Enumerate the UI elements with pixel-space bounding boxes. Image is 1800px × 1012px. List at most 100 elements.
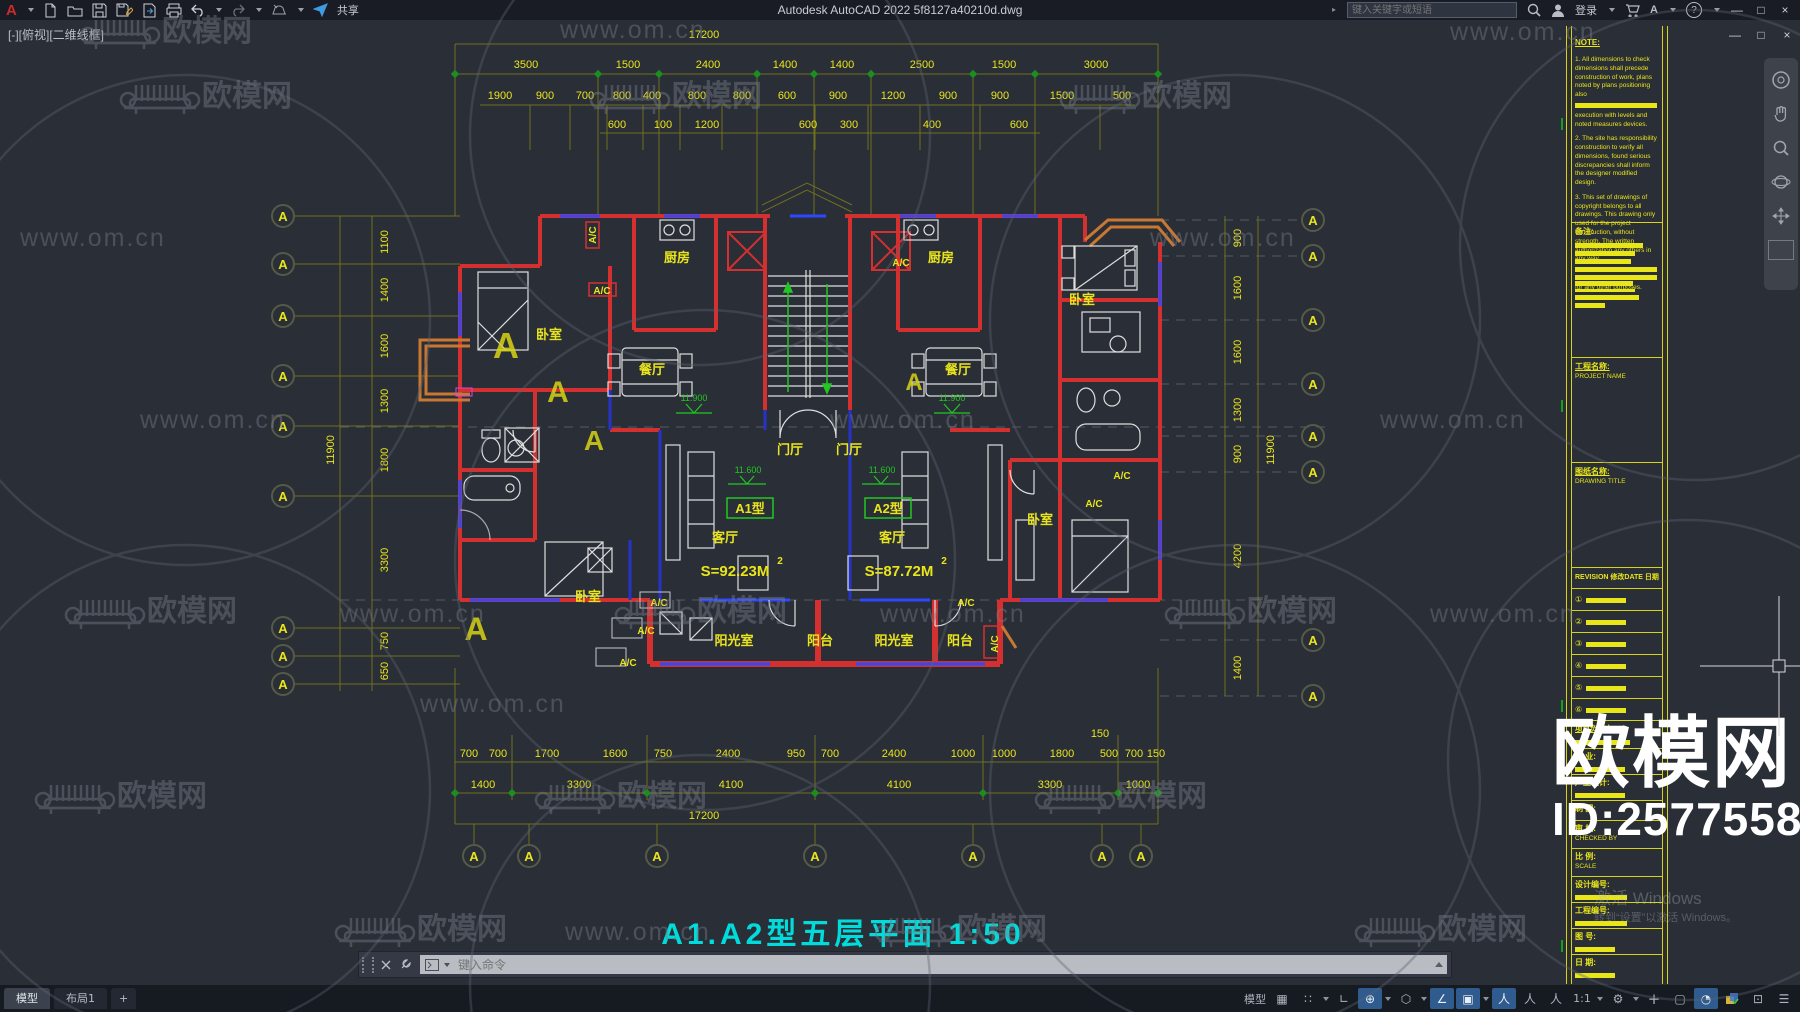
zoom-icon[interactable] xyxy=(1771,138,1791,158)
user-icon[interactable] xyxy=(1551,3,1565,17)
pan-hand-icon[interactable] xyxy=(1771,104,1791,124)
minimize-button[interactable]: — xyxy=(1731,3,1743,17)
model-space-button[interactable]: 模型 xyxy=(1244,992,1266,1006)
snap-toggle[interactable]: ∷ xyxy=(1304,991,1312,1006)
grid-toggle[interactable]: ▦ xyxy=(1276,991,1288,1006)
store-caret-icon[interactable] xyxy=(1670,8,1676,12)
annotation-visibility-toggle[interactable]: 人 xyxy=(1492,988,1516,1009)
graphics-performance-icon[interactable] xyxy=(1720,988,1744,1009)
redo-caret-icon[interactable] xyxy=(255,8,262,12)
dim-label: 1600 xyxy=(1232,276,1244,300)
close-button[interactable]: × xyxy=(1781,3,1789,17)
command-input[interactable] xyxy=(456,956,1447,973)
tab-model[interactable]: 模型 xyxy=(4,988,50,1009)
tab-add[interactable]: + xyxy=(111,988,137,1009)
navigation-bar[interactable] xyxy=(1764,58,1798,290)
command-input-field[interactable] xyxy=(420,955,1447,974)
doc-restore-button[interactable]: □ xyxy=(1757,28,1765,42)
autocad-logo[interactable]: A xyxy=(6,1,17,19)
save-as-icon[interactable] xyxy=(116,3,133,18)
kettle-icon[interactable] xyxy=(271,3,287,17)
print-icon[interactable] xyxy=(166,3,182,18)
annotation-scale-value[interactable]: 1:1 xyxy=(1573,992,1591,1005)
project-name-label: 工程名称: xyxy=(1575,362,1610,371)
dim-label: 1400 xyxy=(830,59,854,71)
orbit-icon[interactable] xyxy=(1771,172,1791,192)
scale-caret-icon[interactable] xyxy=(1597,996,1603,1001)
navigation-wheel-icon[interactable] xyxy=(1771,70,1791,90)
search-icon[interactable] xyxy=(1527,3,1541,17)
iso-caret-icon[interactable] xyxy=(1421,996,1427,1001)
help-icon[interactable]: ? xyxy=(1686,2,1702,18)
polar-tracking-toggle[interactable]: ⊕ xyxy=(1358,988,1382,1009)
isometric-toggle[interactable]: ⬡ xyxy=(1400,991,1412,1006)
axis-letter-ghosts: A A A A A xyxy=(464,325,922,647)
save-icon[interactable] xyxy=(92,3,107,18)
logo-caret-icon[interactable] xyxy=(27,8,34,12)
customize-wrench-icon[interactable] xyxy=(399,958,412,971)
maximize-button[interactable]: □ xyxy=(1757,3,1765,17)
undo-caret-icon[interactable] xyxy=(215,8,222,12)
dim-label: 700 xyxy=(489,748,507,760)
share-label[interactable]: 共享 xyxy=(336,5,359,17)
help-caret-icon[interactable] xyxy=(1714,8,1720,12)
new-file-icon[interactable] xyxy=(43,3,58,18)
grid-bubble-letter: A xyxy=(278,419,288,434)
unit-a1-area: S=92.23M xyxy=(701,563,770,580)
snap-caret-icon[interactable] xyxy=(1323,996,1329,1001)
signin-caret-icon[interactable] xyxy=(1609,8,1616,12)
cart-icon[interactable] xyxy=(1625,3,1640,17)
signin-label[interactable]: 登录 xyxy=(1575,5,1598,17)
qat-menu-caret-icon[interactable] xyxy=(297,8,304,12)
workspace-switch[interactable]: ⚙ xyxy=(1612,991,1624,1006)
annotation-autoscale-toggle[interactable]: 人 xyxy=(1523,992,1536,1006)
osnap-tracking-toggle[interactable]: ∠ xyxy=(1430,988,1454,1009)
room-label-kitchen: 厨房 xyxy=(928,250,954,265)
dim-label: 2400 xyxy=(882,748,906,760)
divider xyxy=(1572,748,1662,749)
divider xyxy=(1572,698,1662,699)
viewport-controls[interactable]: [-][俯视][二维线框] xyxy=(8,28,105,42)
redo-icon[interactable] xyxy=(231,3,245,17)
infocenter-caret-icon[interactable]: ‣ xyxy=(1330,4,1338,17)
osnap-caret-icon[interactable] xyxy=(1483,996,1489,1001)
open-folder-icon[interactable] xyxy=(67,3,83,18)
command-expand-icon[interactable] xyxy=(1435,962,1443,967)
doc-close-button[interactable]: × xyxy=(1783,28,1791,42)
notes-text: 1. All dimensions to check dimensions sh… xyxy=(1575,56,1659,293)
dock-drag-handle[interactable] xyxy=(362,956,374,973)
workspace-caret-icon[interactable] xyxy=(1633,996,1639,1001)
dim-label: 1400 xyxy=(379,278,391,302)
polar-caret-icon[interactable] xyxy=(1385,996,1391,1001)
dock-close-icon[interactable] xyxy=(381,960,391,970)
pan-arrows-icon[interactable] xyxy=(1771,206,1791,226)
grid-bubble-letter: A xyxy=(1136,849,1146,864)
tab-layout1[interactable]: 布局1 xyxy=(54,988,107,1009)
elevation-label: 11.900 xyxy=(681,393,708,403)
object-snap-toggle[interactable]: ▣ xyxy=(1456,988,1480,1009)
open-from-web-icon[interactable] xyxy=(142,3,157,18)
isolate-objects-button[interactable]: ▢ xyxy=(1674,991,1686,1006)
field-bar xyxy=(1575,793,1625,798)
clean-screen-toggle[interactable]: ⊡ xyxy=(1752,991,1764,1006)
navbar-panel-icon[interactable] xyxy=(1768,240,1794,260)
app-store-icon[interactable]: A xyxy=(1650,4,1658,16)
undo-icon[interactable] xyxy=(190,3,205,17)
ortho-toggle[interactable]: ∟ xyxy=(1338,991,1350,1006)
search-input[interactable] xyxy=(1347,2,1518,18)
dim-label: 1200 xyxy=(695,119,719,131)
drawing-title-sub: DRAWING TITLE xyxy=(1575,478,1626,485)
doc-minimize-button[interactable]: — xyxy=(1729,28,1741,42)
command-line-dock[interactable] xyxy=(358,951,1452,978)
ac-label: A/C xyxy=(588,226,599,243)
share-plane-icon[interactable] xyxy=(312,3,328,17)
crosshair-plus-button[interactable]: + xyxy=(1647,989,1661,1008)
dim-label: 950 xyxy=(787,748,805,760)
command-history-caret-icon[interactable] xyxy=(444,962,450,967)
annotation-scale-button[interactable]: 人 xyxy=(1549,992,1562,1006)
dim-label: 600 xyxy=(1010,119,1028,131)
hardware-accel-toggle[interactable]: ◔ xyxy=(1694,988,1718,1009)
customization-menu-button[interactable]: ☰ xyxy=(1778,991,1790,1006)
fitting-magenta xyxy=(455,387,473,397)
